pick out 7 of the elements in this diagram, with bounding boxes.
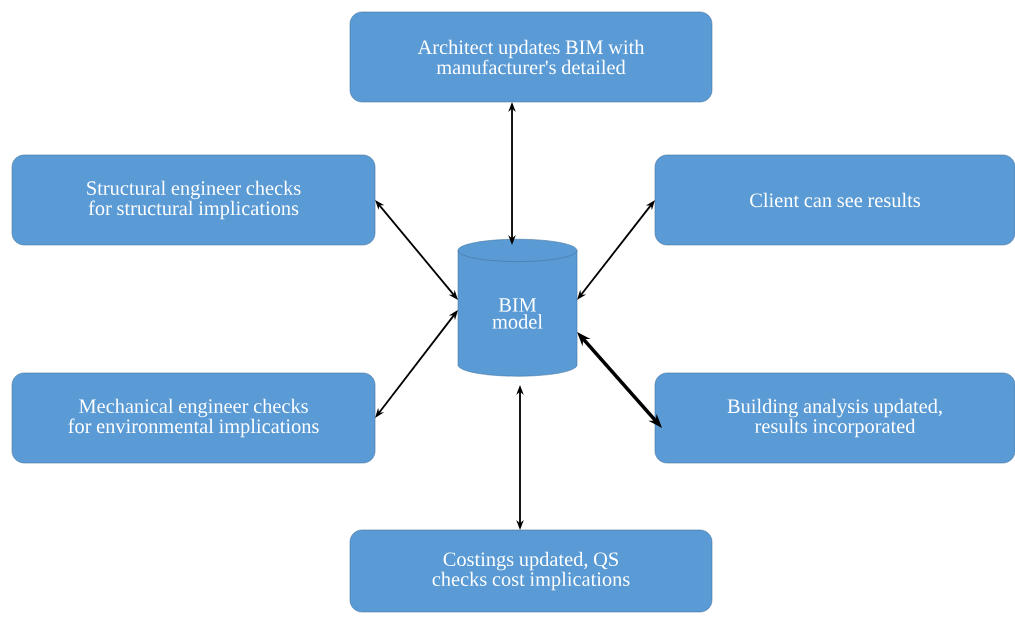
process-box: Building analysis updated, results incorporated	[654, 372, 1015, 464]
process-box: Architect updates BIM with manufacturer's detailed	[349, 11, 713, 103]
process-box: Client can see results	[654, 154, 1015, 246]
database-cylinder: BIM model	[457, 238, 578, 377]
process-box: Costings updated, QS checks cost implications	[349, 529, 713, 613]
process-box: Mechanical engineer checks for environmental implications	[11, 372, 376, 464]
process-box: Structural engineer checks for structural implications	[11, 154, 376, 246]
